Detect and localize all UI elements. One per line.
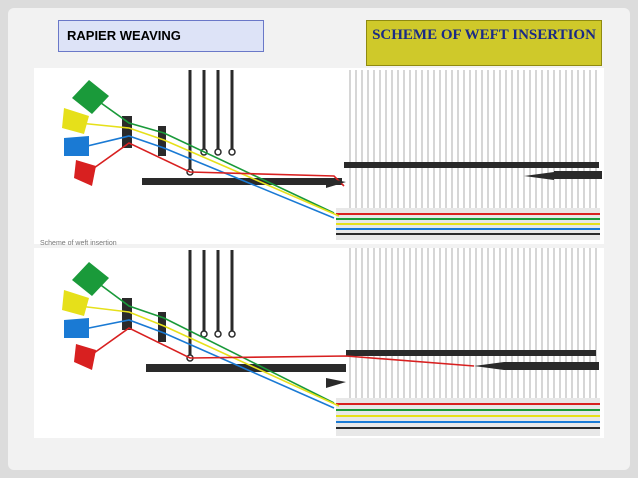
weft-threads-top [78,97,345,219]
reed-bar-bottom [346,350,596,356]
heddle-rods-bottom [188,250,234,358]
slide-title-left: RAPIER WEAVING [58,20,264,52]
diagram-panel-bottom [62,248,600,436]
weft-spools-bottom [62,262,109,370]
breast-beam-top [142,178,342,185]
heddle-rods-top [188,70,234,172]
thread-guides-bottom [122,298,166,342]
warp-threads-bottom [349,248,597,398]
rapier-head-bottom [474,362,599,370]
fabric-weave-top [336,213,600,235]
diagram-panel-top [62,70,602,240]
diagram-caption: Scheme of weft insertion [40,240,117,247]
rapier-clamp-top [326,178,346,188]
reed-bar-top [344,162,599,168]
breast-beam-bottom [146,364,346,372]
thread-guides-top [122,116,166,156]
panel-divider [34,244,604,248]
weft-insertion-diagram [34,68,604,438]
rapier-clamp-bottom [326,378,346,388]
slide-title-right: SCHEME OF WEFT INSERTION [366,20,602,66]
fabric-weave-bottom [336,403,600,429]
rapier-head-top [524,171,602,180]
warp-threads-top [349,70,597,218]
weft-spools-top [62,80,109,186]
weft-threads-bottom [78,279,475,409]
